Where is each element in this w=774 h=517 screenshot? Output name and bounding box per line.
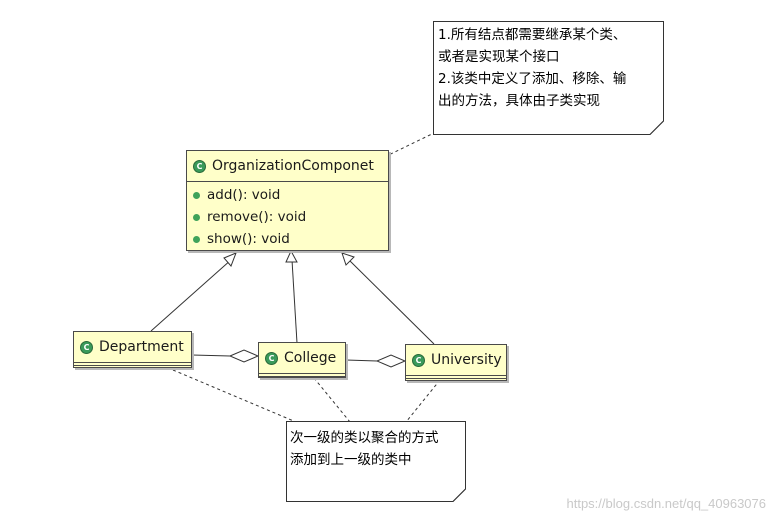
class-icon: C <box>265 351 278 365</box>
class-name: OrganizationComponet <box>212 158 374 174</box>
inherit-line-college <box>291 259 298 344</box>
class-icon: C <box>412 353 425 367</box>
operation-item: remove(): void <box>193 206 388 228</box>
note-line: 次一级的类以聚合的方式 <box>290 430 439 446</box>
class-department[interactable]: C Department <box>73 331 192 368</box>
operation-item: add(): void <box>193 184 388 206</box>
inherit-arrow-university <box>341 252 355 266</box>
inherit-arrow-department <box>223 252 237 267</box>
class-icon: C <box>193 159 206 173</box>
note-shape <box>286 421 466 502</box>
operation-label: show(): void <box>207 231 290 247</box>
inherit-line-university <box>347 258 435 345</box>
watermark: https://blog.csdn.net/qq_40963076 <box>566 496 767 511</box>
class-organization-componet[interactable]: C OrganizationComponet add(): void remov… <box>186 150 389 251</box>
class-name: College <box>284 350 337 366</box>
top-note: 1.所有结点都需要继承某个类、 或者是实现某个接口 2.该类中定义了添加、移除、… <box>433 21 664 135</box>
class-college[interactable]: C College <box>258 342 346 378</box>
operation-public-icon <box>193 235 200 243</box>
note-connector-university <box>405 379 441 423</box>
note-line: 出的方法，具体由子类实现 <box>438 93 600 109</box>
note-line: 1.所有结点都需要继承某个类、 <box>438 27 627 43</box>
class-icon: C <box>80 340 93 354</box>
note-line: 2.该类中定义了添加、移除、输 <box>438 71 627 87</box>
bottom-note: 次一级的类以聚合的方式 添加到上一级的类中 <box>286 421 466 502</box>
note-connector-department <box>172 369 297 423</box>
operation-public-icon <box>193 213 200 221</box>
note-connector-college <box>313 377 351 423</box>
operation-label: remove(): void <box>207 209 307 225</box>
aggregation-diamond-university <box>375 354 407 368</box>
operation-label: add(): void <box>207 187 281 203</box>
note-line: 或者是实现某个接口 <box>438 49 560 65</box>
aggregation-line-department-college <box>191 354 231 357</box>
class-university[interactable]: C University <box>405 344 507 381</box>
class-name: University <box>431 352 502 368</box>
aggregation-diamond-college <box>228 349 260 363</box>
note-shape <box>433 21 664 135</box>
aggregation-line-college-university <box>345 359 378 362</box>
note-line: 添加到上一级的类中 <box>290 452 412 468</box>
operation-item: show(): void <box>193 228 388 250</box>
operation-public-icon <box>193 191 200 199</box>
class-name: Department <box>99 339 184 355</box>
inherit-line-department <box>150 258 233 332</box>
inherit-arrow-college <box>285 249 298 263</box>
